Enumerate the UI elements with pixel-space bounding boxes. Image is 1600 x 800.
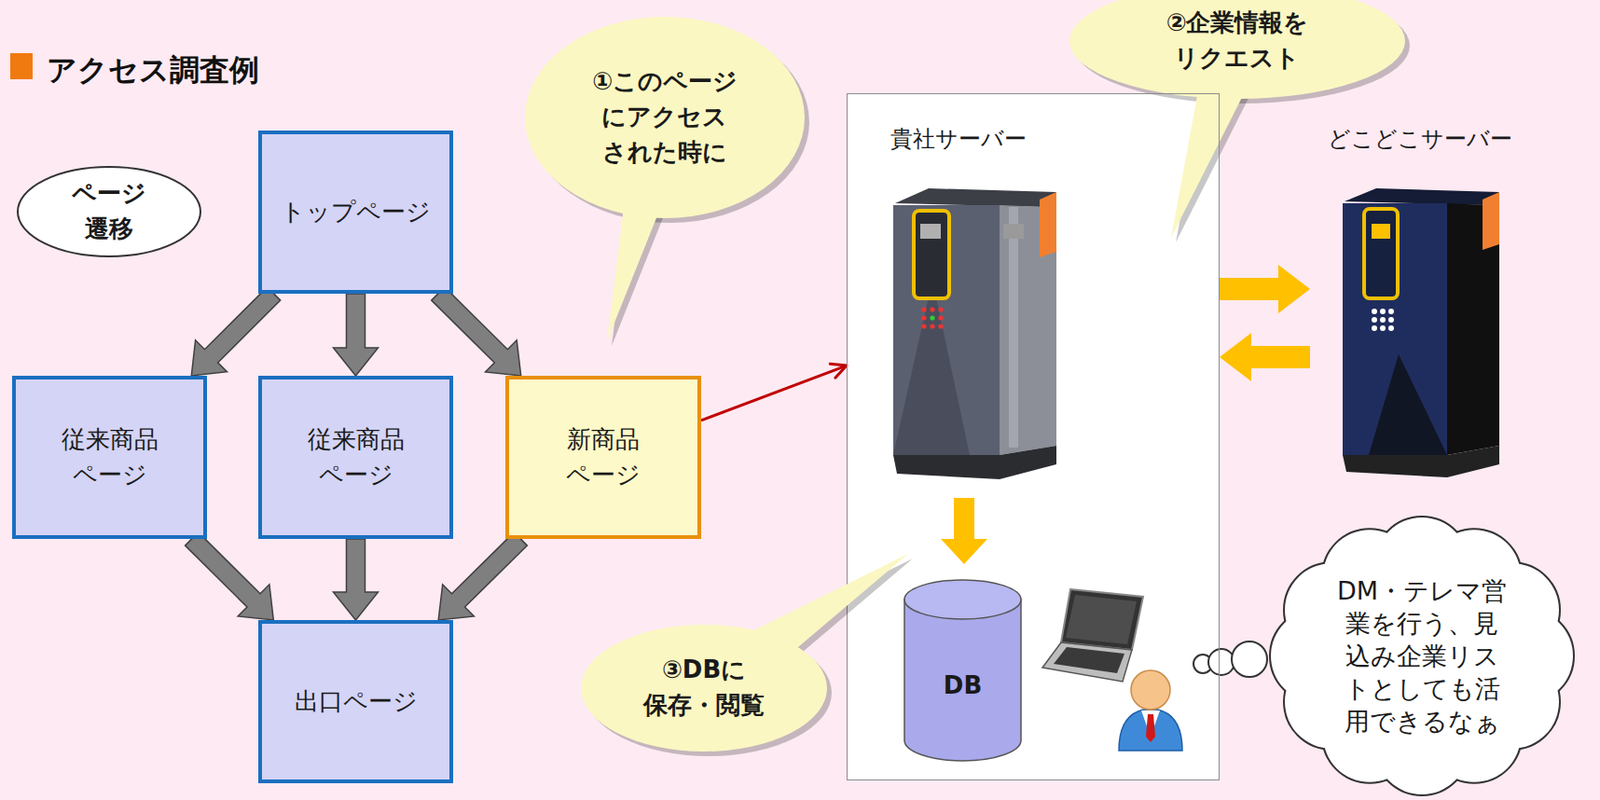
person-icon: [1118, 670, 1183, 751]
gray-arrow: [431, 287, 522, 376]
page-box: 出口ページ: [258, 620, 454, 784]
laptop-icon: [1042, 589, 1144, 682]
speech-bubble-outline: [580, 624, 828, 752]
ellipse-node: ページ 遷移: [16, 165, 202, 258]
node-text: ページ 遷移: [71, 176, 147, 247]
speech-bubble: ③DBに 保存・閲覧: [580, 624, 828, 752]
company-server: [893, 188, 1057, 480]
node-text: どこどこサーバー: [1327, 125, 1513, 153]
speech-bubble: ②企業情報を リクエスト: [1069, 0, 1406, 99]
gray-arrow: [185, 532, 275, 621]
gray-arrow: [438, 532, 527, 621]
node-text: ③DBに 保存・閲覧: [643, 652, 765, 723]
speech-bubble: ①このページ にアクセス された時に: [524, 16, 805, 219]
panel-ground: [846, 93, 1220, 781]
red-arrow: [701, 363, 847, 421]
gray-arrow: [191, 287, 280, 376]
node-text: 新商品 ページ: [565, 422, 641, 493]
database-cylinder-outline: [903, 579, 1022, 761]
page-box: 新商品 ページ: [505, 375, 702, 539]
node-text: 従来商品 ページ: [307, 422, 405, 493]
node-text: 貴社サーバー: [890, 125, 1027, 153]
database-cylinder: DB: [903, 579, 1022, 761]
node-text: 出口ページ: [294, 684, 418, 720]
gray-arrow: [333, 293, 379, 376]
page-box: トップページ: [258, 130, 454, 294]
remote-server: [1342, 188, 1500, 478]
node-text: ①このページ にアクセス された時に: [592, 64, 738, 170]
db-arrow: [940, 497, 988, 565]
thought-cloud: DM・テレマ営 業を行う、見 込み企業リス トとしても活 用できるなぁ: [1268, 517, 1576, 795]
node-text: DB: [943, 668, 982, 704]
node-text: トップページ: [280, 194, 431, 231]
title-marker: [10, 53, 33, 80]
thought-dots: [1193, 641, 1268, 677]
node-text: DM・テレマ営 業を行う、見 込み企業リス トとしても活 用できるなぁ: [1337, 574, 1507, 738]
server-panel: 貴社サーバー DB: [846, 93, 1220, 781]
diagram-title: アクセス調査例: [46, 50, 260, 92]
server-node: どこどこサーバー: [1310, 125, 1530, 481]
node-text: 従来商品 ページ: [61, 422, 159, 493]
yellow-arrow: [1219, 332, 1311, 382]
page-box: 従来商品 ページ: [12, 375, 207, 539]
gray-arrow: [333, 538, 379, 621]
node-text: ②企業情報を リクエスト: [1165, 5, 1309, 76]
page-box: 従来商品 ページ: [258, 375, 454, 539]
yellow-arrow: [1219, 264, 1311, 314]
